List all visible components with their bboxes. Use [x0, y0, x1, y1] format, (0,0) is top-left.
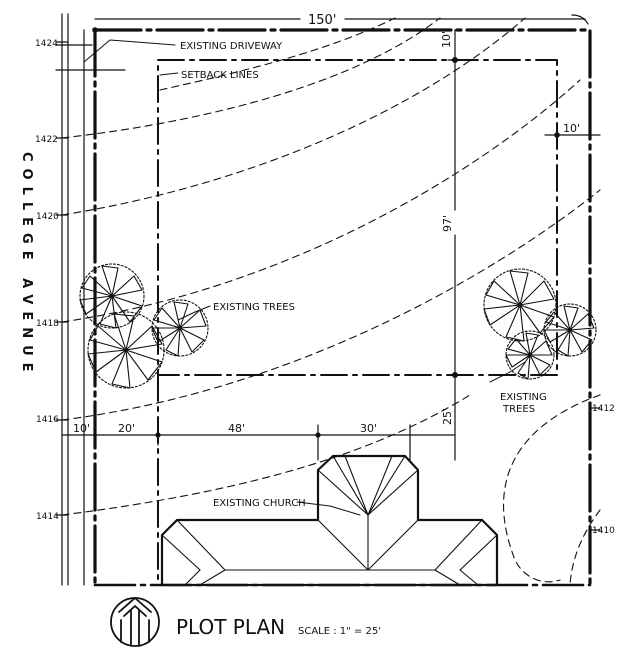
- north-arrow-icon: [110, 597, 160, 647]
- contour-1422: 1422: [35, 135, 58, 145]
- label-setback: SETBACK LINES: [181, 70, 259, 81]
- tree-symbol: [79, 263, 145, 329]
- leader-lines: [83, 39, 526, 516]
- dim-side-setback: 10': [563, 122, 580, 135]
- label-driveway: EXISTING DRIVEWAY: [180, 41, 283, 52]
- dim-bottom-left: 10': [73, 422, 90, 435]
- dim-top-setback: 10': [440, 31, 453, 48]
- tree-symbol: [543, 303, 597, 357]
- plot-plan-title: PLOT PLAN: [176, 615, 285, 639]
- contour-1424: 1424: [35, 39, 58, 49]
- label-church: EXISTING CHURCH: [213, 498, 306, 509]
- dim-offset: 20': [118, 422, 135, 435]
- label-trees-right-2: TREES: [502, 404, 535, 415]
- tree-symbol: [151, 299, 209, 357]
- contour-1414: 1414: [36, 512, 59, 522]
- dim-depth: 97': [441, 215, 454, 232]
- contour-1418: 1418: [36, 319, 59, 329]
- dim-front-setback: 25': [441, 408, 454, 425]
- tree-symbol: [505, 330, 555, 380]
- dim-lot-width: 150': [308, 13, 336, 28]
- dim-church-left: 48': [228, 422, 245, 435]
- contour-1412: 1412: [592, 404, 615, 414]
- label-trees-right-1: EXISTING: [500, 392, 547, 403]
- contour-1416: 1416: [36, 415, 59, 425]
- dimension-dots: [92, 27, 560, 438]
- tree-symbol: [87, 311, 165, 389]
- dimension-lines: [61, 14, 601, 461]
- existing-church: [160, 454, 499, 587]
- street-name: COLLEGE AVENUE: [19, 152, 34, 379]
- label-trees-left: EXISTING TREES: [213, 302, 295, 313]
- contour-lines: [61, 17, 601, 586]
- contour-1420: 1420: [36, 212, 59, 222]
- contour-ticks: [55, 41, 601, 531]
- tree-symbol: [483, 268, 557, 342]
- scale-note: SCALE : 1" = 25': [298, 626, 381, 637]
- annotation-labels: 150' 10' 97' 10' 25' 10' 20' 48' 30' EXI…: [19, 13, 615, 639]
- street-edge-lines: [55, 13, 126, 586]
- setback-lines: [157, 59, 558, 586]
- dim-church-center: 30': [360, 422, 377, 435]
- contour-1410: 1410: [592, 526, 615, 536]
